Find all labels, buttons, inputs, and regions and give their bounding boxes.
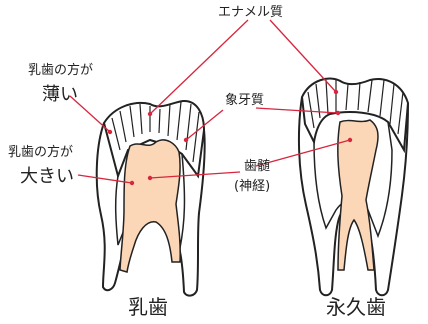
caption-primary: 乳歯 (128, 297, 168, 317)
label-primary-pulp-emph: 大きい (20, 168, 74, 186)
leader-pulp-permanent (256, 140, 350, 166)
label-dentin: 象牙質 (225, 94, 264, 107)
caption-permanent: 永久歯 (326, 297, 386, 317)
label-primary-pulp-prefix: 乳歯の方が (8, 146, 73, 159)
permanent-pulp (338, 120, 378, 270)
label-primary-enamel-emph: 薄い (42, 86, 78, 104)
primary-tooth (97, 101, 205, 296)
label-pulp-note: (神経) (234, 180, 270, 193)
label-enamel: エナメル質 (218, 6, 283, 19)
primary-pulp (120, 140, 180, 272)
label-primary-enamel-prefix: 乳歯の方が (28, 64, 93, 77)
leader-enamel-permanent (270, 20, 336, 92)
label-pulp: 歯髄 (244, 160, 270, 173)
